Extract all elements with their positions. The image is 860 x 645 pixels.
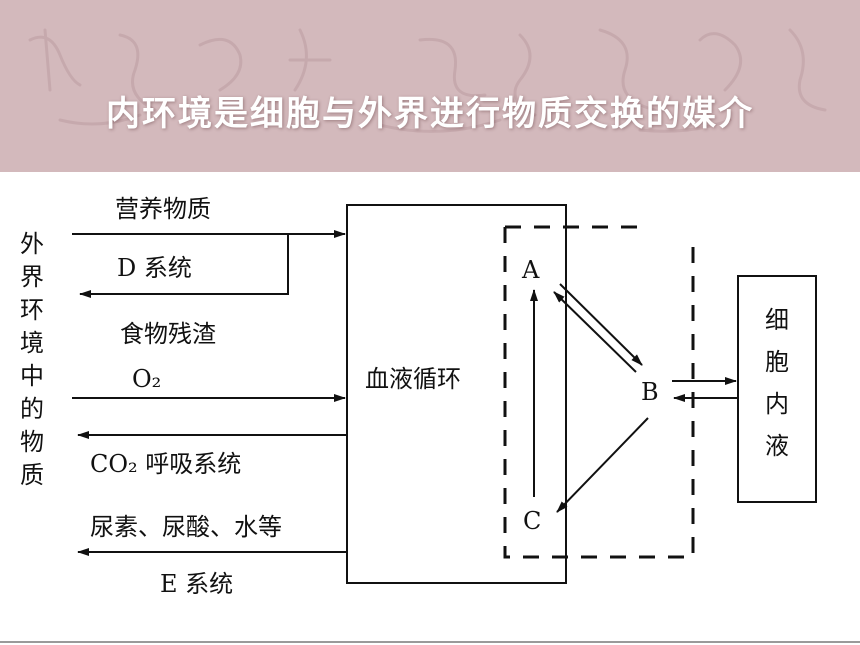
external-char: 外 xyxy=(20,230,44,258)
d-system-arrow xyxy=(79,234,289,298)
external-char: 的 xyxy=(20,395,44,423)
external-char: 质 xyxy=(20,461,44,489)
intracellular-fluid-box xyxy=(737,275,817,503)
slide-title: 内环境是细胞与外界进行物质交换的媒介 xyxy=(106,94,754,134)
bottom-divider xyxy=(0,641,860,643)
blood-circulation-label: 血液循环 xyxy=(365,365,461,393)
exchange-diagram: 外 界 环 境 中 的 物 质 血液循环 细 胞 内 液 营养物质 D 系统 食… xyxy=(20,195,817,598)
nutrients-label: 营养物质 xyxy=(115,195,211,223)
node-b-label: B xyxy=(641,378,659,406)
external-char: 中 xyxy=(20,362,44,390)
co2-respiratory-label: CO₂ 呼吸系统 xyxy=(90,450,241,478)
external-substances-label: 外 界 环 境 中 的 物 质 xyxy=(20,230,44,489)
o2-label: O₂ xyxy=(132,365,161,393)
urea-label: 尿素、尿酸、水等 xyxy=(90,513,282,541)
calligraphy-watermark xyxy=(28,28,827,133)
intracellular-char: 胞 xyxy=(765,348,789,376)
external-char: 界 xyxy=(20,263,44,291)
intracellular-char: 细 xyxy=(765,306,789,334)
b-to-c-arrow xyxy=(556,417,649,513)
d-system-label: D 系统 xyxy=(117,254,192,282)
e-system-label: E 系统 xyxy=(160,570,233,598)
external-char: 境 xyxy=(20,329,44,357)
intracellular-char: 内 xyxy=(765,390,789,418)
b-to-a-arrow xyxy=(553,291,637,373)
title-banner: 内环境是细胞与外界进行物质交换的媒介 xyxy=(0,0,860,172)
external-char: 环 xyxy=(20,296,44,324)
external-char: 物 xyxy=(20,428,44,456)
intracellular-char: 液 xyxy=(765,432,789,460)
a-to-b-arrow xyxy=(559,283,643,366)
node-a-label: A xyxy=(521,256,540,284)
node-c-label: C xyxy=(523,507,541,535)
blood-circulation-box xyxy=(346,204,567,584)
food-residue-label: 食物残渣 xyxy=(120,320,216,348)
